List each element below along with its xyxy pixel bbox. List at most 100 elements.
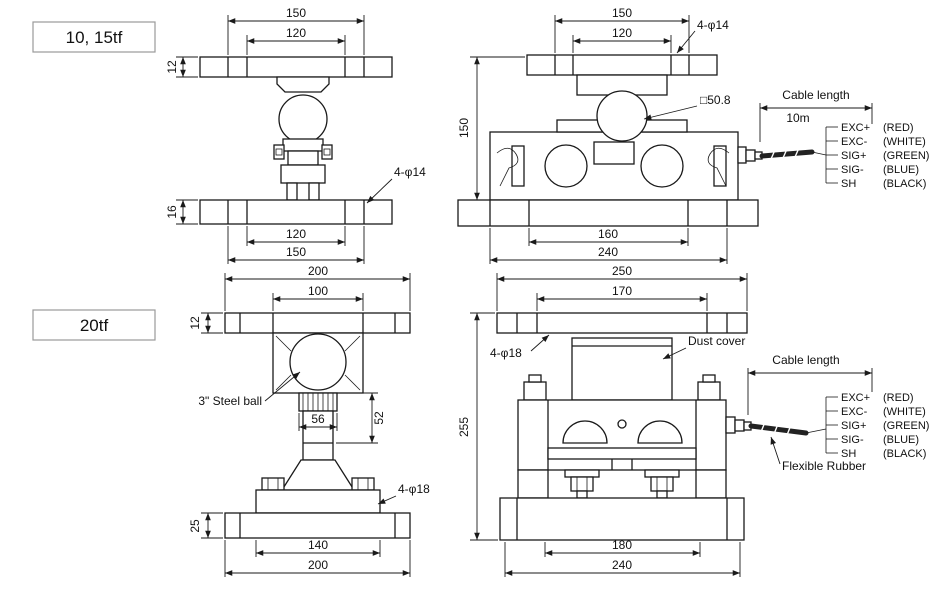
top-plate-ticks [227, 57, 365, 77]
dim-cable-length [747, 368, 873, 415]
cable-braid-marks [770, 147, 800, 160]
body-lobe-right [637, 420, 683, 444]
dim-bottom-inner [246, 226, 346, 246]
top-plate-ticks [516, 313, 728, 333]
view-10-15tf-front: 150 120 12 [165, 6, 426, 264]
bottom-plate [224, 512, 411, 539]
dim-top-outer [227, 15, 365, 55]
dim-text: 120 [286, 227, 306, 241]
bottom-plate-ticks [239, 513, 396, 538]
dim-coupling-height [336, 392, 378, 444]
dim-coupling-width [298, 413, 338, 431]
dim-top-inner [572, 35, 672, 53]
dim-text: 12 [165, 60, 179, 74]
cable-braid-marks [760, 421, 792, 436]
dim-text: 100 [308, 284, 328, 298]
dim-top-inner [246, 35, 346, 55]
wire-color: (BLUE) [883, 434, 919, 446]
center-support [611, 459, 633, 470]
cable-gland [725, 416, 752, 434]
dim-bottom-plate-thickness [176, 199, 198, 225]
steel-ball-leader [264, 371, 301, 402]
dim-bottom-inner [255, 540, 381, 557]
wire-color: (GREEN) [883, 420, 929, 432]
wire-signal: EXC- [841, 136, 868, 148]
bolt-holes-label: 4-φ18 [490, 346, 522, 360]
view-10-15tf-side: 150 120 4-φ14 □50.8 [457, 6, 929, 264]
dim-text: 150 [612, 6, 632, 20]
cable-length-label: Cable length [782, 88, 849, 102]
ball-square-leader [643, 105, 698, 121]
shear-slot [547, 447, 697, 460]
foot-right [695, 469, 727, 499]
cable-length-label: Cable length [772, 353, 839, 367]
ball-clamp-assembly [273, 138, 333, 201]
bottom-plate-ticks [227, 200, 365, 224]
r-clip-right [707, 147, 730, 187]
wire-color: (GREEN) [883, 150, 929, 162]
top-plate [199, 56, 393, 78]
wire-color: (WHITE) [883, 136, 926, 148]
dim-text: 170 [612, 284, 632, 298]
top-plate [496, 312, 748, 334]
dim-cable-length [759, 103, 873, 142]
bottom-plate [499, 497, 745, 541]
dim-text: 160 [598, 227, 618, 241]
bolt-holes-label: 4-φ14 [394, 165, 426, 179]
dim-text: 16 [165, 205, 179, 219]
steel-ball [278, 94, 328, 144]
model-label-10-15tf: 10, 15tf [32, 21, 156, 53]
wire-color: (BLACK) [883, 448, 926, 460]
dim-top-plate-thickness [176, 56, 198, 78]
dust-cover-label: Dust cover [688, 334, 745, 348]
top-plate-ticks [554, 55, 690, 75]
bolt-holes-leader [366, 178, 393, 204]
top-plate [224, 312, 411, 334]
wire-color: (BLUE) [883, 164, 919, 176]
dim-text: 255 [457, 417, 471, 437]
flexible-rubber-leader [770, 436, 781, 465]
dim-top-outer [496, 273, 748, 311]
steel-ball [596, 90, 648, 142]
bolt-holes-label: 4-φ14 [697, 18, 729, 32]
link-right [713, 145, 727, 187]
steel-ball [289, 333, 347, 391]
dim-text: 56 [311, 412, 325, 426]
dim-text: 150 [457, 118, 471, 138]
dim-text: 250 [612, 264, 632, 278]
link-left [511, 145, 525, 187]
anchor-bolts [261, 477, 375, 491]
mount-bolts [564, 469, 680, 499]
dim-bottom-outer [489, 228, 728, 264]
dim-text: 120 [286, 26, 306, 40]
model-label-20tf: 20tf [32, 309, 156, 341]
dim-top-inner [272, 293, 364, 311]
dim-top-plate-thickness [201, 312, 223, 334]
bottom-plate-ticks [489, 200, 728, 226]
dim-text: 25 [188, 519, 202, 533]
dim-text: 120 [612, 26, 632, 40]
cable-length-value: 10m [786, 111, 809, 125]
bottom-plate [199, 199, 393, 225]
dim-text: 52 [372, 411, 386, 425]
side-posts [523, 374, 721, 401]
dim-text: 12 [188, 316, 202, 330]
bolt-holes-leader [530, 334, 550, 352]
dim-text: 240 [598, 245, 618, 259]
wire-fanout [805, 396, 838, 454]
dim-bottom-outer [504, 542, 741, 577]
dim-text: 200 [308, 264, 328, 278]
wire-color: (BLACK) [883, 178, 926, 190]
dim-overall-height [470, 56, 525, 200]
r-clip-left [496, 147, 519, 187]
wire-labels: EXC+ (RED) EXC- (WHITE) SIG+ (GREEN) SIG… [841, 122, 929, 190]
cable-gland [737, 146, 763, 164]
flexible-rubber-label: Flexible Rubber [782, 459, 866, 473]
dust-cover-leader [662, 347, 687, 360]
cable [748, 423, 809, 436]
top-plate-ticks [239, 313, 396, 333]
bolt-holes-leader [676, 30, 696, 54]
wire-color: (RED) [883, 122, 914, 134]
